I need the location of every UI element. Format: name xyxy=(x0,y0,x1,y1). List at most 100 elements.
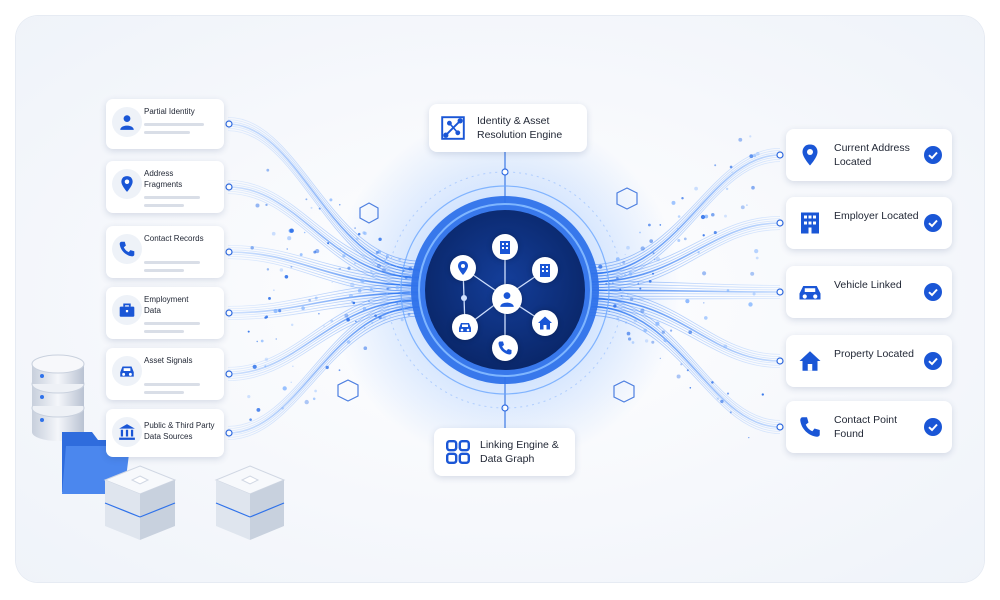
map-pin-icon xyxy=(121,176,133,192)
stream-line xyxy=(227,191,421,285)
particle xyxy=(330,319,334,323)
particle xyxy=(677,239,681,242)
particle xyxy=(689,387,692,389)
map-pin-icon xyxy=(802,144,818,166)
particle xyxy=(613,304,617,308)
source-label: Contact Records xyxy=(144,234,204,243)
particle xyxy=(713,231,717,235)
particle xyxy=(640,308,645,313)
stream-line xyxy=(227,180,421,270)
stream-line xyxy=(227,130,421,280)
particle xyxy=(354,262,356,265)
stream-line xyxy=(227,125,421,274)
hub-node-home xyxy=(532,310,558,336)
stream-line xyxy=(589,280,781,286)
phone-icon xyxy=(800,417,820,437)
particle xyxy=(723,344,728,349)
stream-line xyxy=(227,296,421,373)
particle xyxy=(627,294,629,296)
connector-dot xyxy=(225,183,233,191)
particle xyxy=(301,306,305,311)
particle xyxy=(247,395,251,399)
particle xyxy=(661,330,665,334)
particle xyxy=(625,321,628,324)
particle xyxy=(746,204,748,206)
connector-dot xyxy=(225,370,233,378)
check-circle-icon xyxy=(924,146,942,164)
particle xyxy=(256,407,261,412)
connector-dot xyxy=(225,248,233,256)
particle xyxy=(287,236,292,241)
particle xyxy=(338,268,340,270)
particle xyxy=(383,259,386,262)
particle xyxy=(729,411,732,414)
source-card-employment-data: Employment Data xyxy=(106,287,224,339)
stream-line xyxy=(589,301,781,364)
check-circle-icon xyxy=(924,418,942,436)
particle xyxy=(304,399,309,405)
particle xyxy=(357,288,362,293)
hub-junction-dot xyxy=(461,295,467,301)
server-block-icon xyxy=(103,465,177,540)
stream-line xyxy=(227,249,421,283)
particle xyxy=(347,266,351,270)
particle xyxy=(611,282,614,285)
particle xyxy=(652,252,655,255)
stream-line xyxy=(227,123,421,271)
particle xyxy=(382,315,387,320)
particle xyxy=(271,231,276,236)
particle xyxy=(761,393,764,396)
particle xyxy=(318,207,321,210)
particle xyxy=(648,280,652,283)
particle xyxy=(264,357,269,362)
particle xyxy=(615,257,620,262)
stream-line xyxy=(227,309,421,436)
linking-connector-dot xyxy=(501,404,509,412)
particle xyxy=(339,247,342,250)
stream-line xyxy=(227,283,421,307)
particle xyxy=(278,309,282,313)
placeholder-bar xyxy=(144,204,184,207)
particle xyxy=(369,288,373,292)
stream-line xyxy=(589,159,781,281)
particle xyxy=(751,185,755,190)
particle xyxy=(264,365,267,368)
map-pin-icon xyxy=(458,261,468,275)
result-card-employer: Employer Located xyxy=(786,197,952,249)
particle xyxy=(655,321,660,326)
particle xyxy=(348,294,353,299)
particle xyxy=(711,381,714,384)
particle xyxy=(704,214,709,219)
particle xyxy=(624,253,626,256)
particle xyxy=(290,381,292,383)
particle xyxy=(400,318,404,322)
stream-line xyxy=(589,156,781,278)
stream-line xyxy=(589,286,781,291)
particle xyxy=(346,340,351,344)
particle xyxy=(371,321,374,324)
placeholder-bar xyxy=(144,261,200,264)
particle xyxy=(273,289,275,292)
connector-dot xyxy=(776,151,784,159)
stream-line xyxy=(227,315,421,440)
particle xyxy=(268,296,271,300)
hub-node-building xyxy=(492,234,518,260)
source-card-public-third-party: Public & Third Party Data Sources xyxy=(106,409,224,457)
grid-icon xyxy=(446,440,470,464)
stream-line xyxy=(227,251,421,287)
particle xyxy=(644,339,649,343)
particle xyxy=(724,214,727,218)
particle xyxy=(694,186,698,191)
particle xyxy=(376,263,382,269)
particle xyxy=(677,228,679,230)
stream-line xyxy=(589,292,781,357)
particle xyxy=(363,346,368,351)
particle xyxy=(700,214,706,220)
stream-line xyxy=(227,290,421,368)
stream-line xyxy=(227,289,421,312)
decorative-hexagons xyxy=(337,187,638,403)
icon-badge xyxy=(112,295,142,325)
particle xyxy=(362,306,367,311)
particle xyxy=(726,289,730,292)
